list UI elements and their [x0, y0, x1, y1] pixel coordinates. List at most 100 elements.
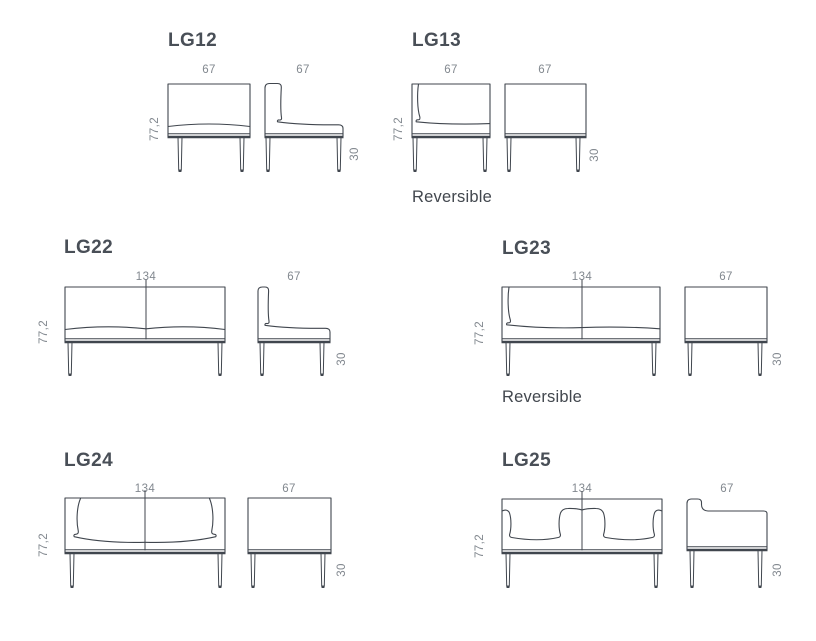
corner-back-line [506, 286, 661, 330]
leg [757, 341, 763, 375]
lg22-side-width-label: 67 [287, 271, 301, 283]
lg13-reversible-note: Reversible [412, 188, 492, 206]
foot [654, 586, 658, 588]
foot [758, 586, 762, 588]
legs [505, 341, 657, 376]
leg [217, 341, 223, 375]
lg22-front-width-label: 134 [135, 271, 157, 283]
lg13-model-code: LG13 [412, 30, 462, 51]
frame-outline [64, 286, 226, 343]
lg12-model-code: LG12 [168, 30, 218, 51]
leg [689, 549, 695, 587]
lg13-height-label: 77,2 [393, 117, 405, 141]
legs [265, 136, 342, 172]
lg23-seat-height-label: 30 [772, 352, 784, 366]
foot [70, 586, 74, 588]
lg13-front-width-label: 67 [444, 64, 458, 76]
leg [265, 136, 271, 171]
lg25-model-code: LG25 [502, 450, 552, 471]
leg [482, 136, 488, 171]
lg22-model-code: LG22 [64, 237, 114, 258]
leg [67, 341, 73, 375]
lg13-side-view-drawing [504, 83, 587, 172]
legs [259, 341, 325, 376]
foot [758, 374, 762, 376]
lg25-side-view-drawing [686, 498, 768, 588]
frame-outline [504, 83, 587, 138]
foot [260, 374, 264, 376]
foot [68, 374, 72, 376]
foot [652, 374, 656, 376]
legs [689, 549, 763, 588]
foot [688, 374, 692, 376]
legs [177, 136, 245, 172]
lg25-front-width-label: 134 [571, 483, 593, 495]
leg [336, 136, 342, 171]
legs [67, 341, 223, 376]
foot [320, 374, 324, 376]
lg24-height-label: 77,2 [38, 533, 50, 557]
lg25-side-width-label: 67 [720, 483, 734, 495]
foot [178, 170, 182, 172]
lg23-reversible-note: Reversible [502, 388, 582, 406]
foot [240, 170, 244, 172]
leg [757, 549, 763, 587]
lg24-side-width-label: 67 [282, 483, 296, 495]
foot [413, 170, 417, 172]
leg [653, 552, 659, 587]
frame-outline [684, 286, 768, 343]
foot [218, 374, 222, 376]
leg [320, 552, 326, 587]
foot [218, 586, 222, 588]
frame-outline [501, 286, 661, 343]
foot [506, 586, 510, 588]
cushion-line [167, 123, 251, 128]
lg25-seat-height-label: 30 [772, 563, 784, 577]
arm-back-line [144, 497, 217, 543]
lg23-model-code: LG23 [502, 238, 552, 259]
leg [687, 341, 693, 375]
legs [506, 136, 581, 172]
frame-outline [257, 286, 331, 343]
leg [177, 136, 183, 171]
legs [505, 552, 659, 588]
lg22-height-label: 77,2 [38, 320, 50, 344]
lg24-side-view-drawing [247, 497, 332, 588]
frame-outline [686, 498, 768, 551]
lg23-height-label: 77,2 [474, 321, 486, 345]
lg24-model-code: LG24 [64, 450, 114, 471]
leg [412, 136, 418, 171]
leg [505, 552, 511, 587]
foot [251, 586, 255, 588]
lg12-front-width-label: 67 [202, 64, 216, 76]
lg13-front-view-drawing [411, 83, 491, 172]
foot [266, 170, 270, 172]
corner-back-line [415, 83, 491, 125]
foot [576, 170, 580, 172]
leg [575, 136, 581, 171]
lg12-side-view-drawing [264, 82, 344, 172]
frame-outline [167, 83, 251, 138]
lg12-height-label: 77,2 [149, 117, 161, 141]
leg [250, 552, 256, 587]
leg [651, 341, 657, 375]
lg22-side-view-drawing [257, 286, 331, 376]
leg [217, 552, 223, 587]
lg23-front-width-label: 134 [571, 271, 593, 283]
leg [319, 341, 325, 375]
legs [69, 552, 223, 588]
lg23-side-width-label: 67 [719, 271, 733, 283]
foot [690, 586, 694, 588]
leg [69, 552, 75, 587]
seat-tub-line [501, 507, 583, 541]
leg [239, 136, 245, 171]
foot [337, 170, 341, 172]
foot [321, 586, 325, 588]
lg25-height-label: 77,2 [474, 534, 486, 558]
seat-tub-line [581, 507, 663, 541]
lg13-side-width-label: 67 [538, 64, 552, 76]
legs [412, 136, 488, 172]
frame-outline [247, 497, 332, 554]
lg25-front-view-drawing [501, 491, 663, 588]
frame-outline [411, 83, 491, 138]
